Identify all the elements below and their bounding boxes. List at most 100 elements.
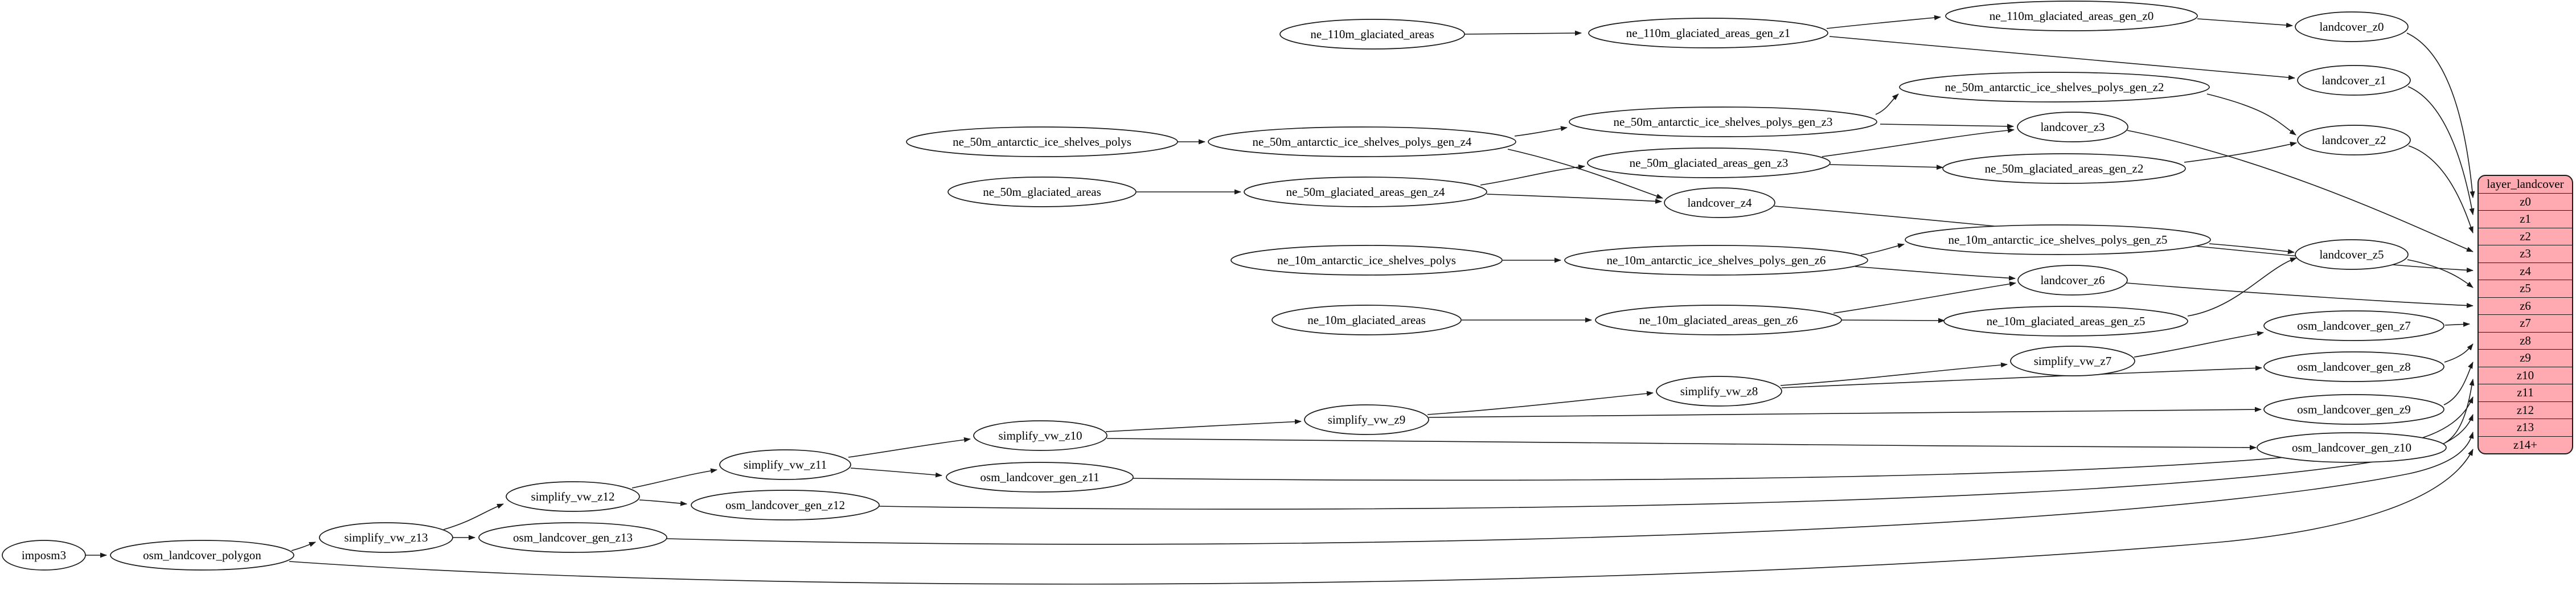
svg-text:ne_110m_glaciated_areas_gen_z0: ne_110m_glaciated_areas_gen_z0	[1990, 9, 2153, 23]
svg-text:ne_110m_glaciated_areas: ne_110m_glaciated_areas	[1310, 27, 1434, 41]
svg-text:simplify_vw_z7: simplify_vw_z7	[2034, 354, 2112, 368]
svg-text:ne_10m_antarctic_ice_shelves_p: ne_10m_antarctic_ice_shelves_polys_gen_z…	[1949, 233, 2168, 247]
node-simplify_vw_z13: simplify_vw_z13	[319, 522, 453, 553]
node-simplify_vw_z7: simplify_vw_z7	[2010, 346, 2135, 376]
node-ne_10m_glaciated_areas: ne_10m_glaciated_areas	[1271, 305, 1462, 335]
layer-table-title: layer_landcover	[2487, 177, 2564, 191]
edge-ne50a-gen-z4-to-landcover-z4	[1507, 149, 1663, 199]
edge-simplify-z10-to-simplify-z9	[1105, 419, 1302, 432]
nodes: ne_110m_glaciated_areas ne_110m_glaciate…	[2, 1, 2447, 571]
node-ne_110m_glaciated_areas_gen_z0: ne_110m_glaciated_areas_gen_z0	[1945, 1, 2198, 31]
node-osm_landcover_gen_z13: osm_landcover_gen_z13	[478, 522, 667, 553]
svg-text:ne_50m_antarctic_ice_shelves_p: ne_50m_antarctic_ice_shelves_polys	[953, 135, 1131, 149]
edge-simplify-z12-to-gen-z12	[639, 499, 687, 506]
svg-text:simplify_vw_z13: simplify_vw_z13	[344, 531, 428, 544]
node-osm_landcover_gen_z10: osm_landcover_gen_z10	[2257, 432, 2447, 463]
table-row-z5: z5	[2479, 280, 2572, 297]
svg-text:osm_landcover_gen_z9: osm_landcover_gen_z9	[2297, 403, 2410, 416]
table-row-z11: z11	[2479, 384, 2572, 401]
svg-text:osm_landcover_gen_z8: osm_landcover_gen_z8	[2297, 360, 2410, 374]
svg-text:landcover_z4: landcover_z4	[1687, 196, 1752, 210]
svg-text:ne_10m_glaciated_areas_gen_z5: ne_10m_glaciated_areas_gen_z5	[1987, 314, 2146, 328]
node-ne_10m_glaciated_areas_gen_z6: ne_10m_glaciated_areas_gen_z6	[1595, 305, 1842, 335]
edge-landcover-z6-to-row-z6	[2126, 282, 2474, 309]
svg-text:simplify_vw_z9: simplify_vw_z9	[1328, 413, 1406, 427]
svg-text:osm_landcover_gen_z13: osm_landcover_gen_z13	[513, 531, 633, 544]
node-landcover_z3: landcover_z3	[2017, 112, 2128, 142]
edge-ne50g-gen-z2-to-landcover-z2	[2184, 141, 2297, 163]
layer-landcover-table: layer_landcover z0 z1 z2 z3 z4 z5 z6 z7 …	[2477, 175, 2573, 454]
svg-text:landcover_z0: landcover_z0	[2319, 20, 2384, 34]
table-row-z7: z7	[2479, 314, 2572, 332]
svg-text:osm_landcover_gen_z7: osm_landcover_gen_z7	[2297, 319, 2410, 333]
svg-text:simplify_vw_z10: simplify_vw_z10	[999, 429, 1082, 442]
edge-landcover-z3-to-row-z3	[2127, 130, 2474, 252]
svg-text:landcover_z3: landcover_z3	[2040, 120, 2105, 134]
edge-ne10g-gen-z6-to-landcover-z6	[1833, 281, 2016, 314]
node-ne_10m_antarctic_ice_shelves_polys_gen_z5: ne_10m_antarctic_ice_shelves_polys_gen_z…	[1905, 224, 2211, 255]
svg-text:simplify_vw_z8: simplify_vw_z8	[1680, 384, 1758, 398]
edge-simplify-z7-to-gen-z7	[2134, 331, 2264, 358]
node-ne_50m_glaciated_areas_gen_z3: ne_50m_glaciated_areas_gen_z3	[1587, 147, 1831, 178]
edge-gen-z11-to-row-z11	[1133, 396, 2474, 481]
edge-simplify-z9-to-simplify-z8	[1427, 391, 1654, 415]
node-ne_50m_antarctic_ice_shelves_polys_gen_z2: ne_50m_antarctic_ice_shelves_polys_gen_z…	[1899, 72, 2210, 102]
node-simplify_vw_z10: simplify_vw_z10	[973, 420, 1107, 451]
svg-text:landcover_z5: landcover_z5	[2319, 248, 2384, 261]
edge-ne50g-gen-z4-to-gen-z3	[1480, 164, 1585, 186]
table-row-z4: z4	[2479, 262, 2572, 280]
node-ne_50m_glaciated_areas: ne_50m_glaciated_areas	[947, 177, 1137, 207]
svg-text:ne_10m_glaciated_areas: ne_10m_glaciated_areas	[1307, 313, 1426, 327]
table-row-z10: z10	[2479, 366, 2572, 384]
svg-text:ne_50m_antarctic_ice_shelves_p: ne_50m_antarctic_ice_shelves_polys_gen_z…	[1253, 135, 1472, 149]
node-osm_landcover_gen_z9: osm_landcover_gen_z9	[2263, 394, 2444, 425]
node-ne_110m_glaciated_areas_gen_z1: ne_110m_glaciated_areas_gen_z1	[1588, 18, 1828, 48]
node-landcover_z6: landcover_z6	[2017, 265, 2128, 296]
svg-text:landcover_z1: landcover_z1	[2321, 73, 2386, 87]
node-landcover_z5: landcover_z5	[2295, 239, 2409, 270]
edge-gen-z10-to-row-z10	[2445, 379, 2475, 443]
table-row-z13: z13	[2479, 419, 2572, 436]
edge-simplify-z10-to-gen-z10	[1106, 438, 2257, 450]
svg-text:ne_10m_antarctic_ice_shelves_p: ne_10m_antarctic_ice_shelves_polys	[1277, 253, 1456, 267]
node-imposm3: imposm3	[2, 540, 86, 571]
edge-ne50a-gen-z3-to-gen-z2	[1875, 93, 1899, 115]
svg-text:osm_landcover_gen_z10: osm_landcover_gen_z10	[2292, 441, 2411, 454]
edge-ne50g-gen-z3-to-gen-z2	[1830, 164, 1943, 170]
node-osm_landcover_gen_z8: osm_landcover_gen_z8	[2263, 351, 2444, 382]
edge-simplify-z11-to-simplify-z10	[848, 437, 971, 458]
edge-gen-z1-to-gen-z0	[1826, 15, 1941, 29]
edge-polygon-to-simplify-z13	[291, 542, 316, 551]
svg-text:osm_landcover_gen_z12: osm_landcover_gen_z12	[725, 498, 845, 512]
node-simplify_vw_z8: simplify_vw_z8	[1656, 376, 1782, 407]
node-ne_50m_antarctic_ice_shelves_polys_gen_z3: ne_50m_antarctic_ice_shelves_polys_gen_z…	[1569, 106, 1877, 137]
node-ne_50m_antarctic_ice_shelves_polys: ne_50m_antarctic_ice_shelves_polys	[906, 126, 1178, 157]
edge-simplify-z11-to-gen-z11	[850, 468, 942, 478]
svg-text:landcover_z6: landcover_z6	[2040, 273, 2105, 287]
table-row-z3: z3	[2479, 245, 2572, 263]
node-ne_110m_glaciated_areas: ne_110m_glaciated_areas	[1279, 19, 1465, 50]
node-ne_50m_glaciated_areas_gen_z2: ne_50m_glaciated_areas_gen_z2	[1942, 153, 2186, 184]
svg-text:ne_50m_glaciated_areas_gen_z2: ne_50m_glaciated_areas_gen_z2	[1985, 162, 2144, 175]
table-row-z12: z12	[2479, 401, 2572, 419]
node-simplify_vw_z11: simplify_vw_z11	[719, 449, 851, 480]
edge-ne10a-gen-z6-to-gen-z5	[1860, 243, 1905, 256]
edge-gen-z8-to-row-z8	[2444, 343, 2474, 363]
svg-text:imposm3: imposm3	[22, 548, 66, 562]
node-landcover_z0: landcover_z0	[2295, 11, 2409, 42]
svg-text:ne_110m_glaciated_areas_gen_z1: ne_110m_glaciated_areas_gen_z1	[1626, 26, 1790, 40]
node-osm_landcover_gen_z7: osm_landcover_gen_z7	[2263, 310, 2444, 341]
table-row-z14plus: z14+	[2479, 436, 2572, 454]
edge-ne10a-gen-z6-to-landcover-z6	[1855, 266, 2016, 281]
svg-text:ne_50m_antarctic_ice_shelves_p: ne_50m_antarctic_ice_shelves_polys_gen_z…	[1945, 80, 2164, 94]
svg-text:ne_10m_glaciated_areas_gen_z6: ne_10m_glaciated_areas_gen_z6	[1639, 313, 1798, 327]
edge-simplify-z9-to-gen-z9	[1428, 407, 2262, 418]
node-osm_landcover_gen_z12: osm_landcover_gen_z12	[691, 490, 880, 520]
edge-ne10a-gen-z5-to-landcover-z5	[2209, 243, 2295, 255]
node-ne_50m_antarctic_ice_shelves_polys_gen_z4: ne_50m_antarctic_ice_shelves_polys_gen_z…	[1208, 126, 1516, 157]
svg-text:osm_landcover_gen_z11: osm_landcover_gen_z11	[980, 470, 1099, 484]
edge-gen-z0-to-landcover-z0	[2197, 18, 2293, 28]
edge-ne10g-gen-z5-to-landcover-z5	[2187, 257, 2297, 317]
node-ne_10m_antarctic_ice_shelves_polys: ne_10m_antarctic_ice_shelves_polys	[1230, 245, 1503, 276]
table-row-z8: z8	[2479, 331, 2572, 350]
